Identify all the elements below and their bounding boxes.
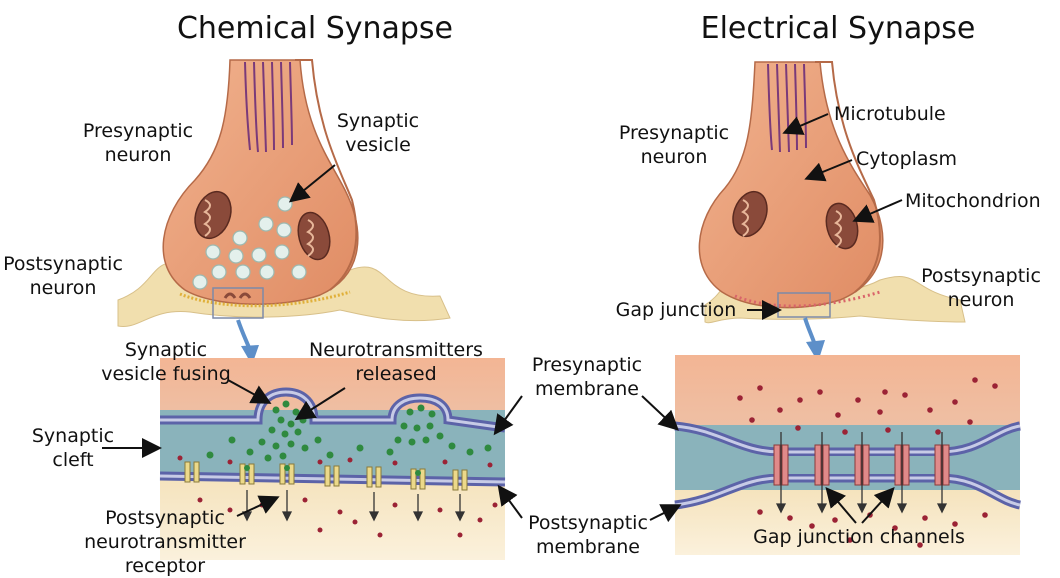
chem-postsynaptic-label-2: neuron [30, 277, 97, 299]
post-membrane-label-1: Postsynaptic [528, 512, 648, 534]
cytoplasm-label: Cytoplasm [856, 148, 957, 170]
chemical-synapse-title: Chemical Synapse [177, 11, 453, 46]
electrical-presynaptic-terminal [699, 62, 882, 308]
nt-released-label-2: released [355, 363, 436, 385]
gap-junction-channels-label: Gap junction channels [753, 526, 965, 548]
synaptic-vesicle-label-1: Synaptic [337, 110, 419, 132]
gap-junction-label: Gap junction [616, 299, 737, 321]
synaptic-vesicle-label-2: vesicle [345, 134, 411, 156]
elec-presynaptic-label-1: Presynaptic [619, 122, 729, 144]
microtubule-label: Microtubule [834, 103, 946, 125]
receptor-label-2: neurotransmitter [84, 531, 246, 553]
chem-presynaptic-label-2: neuron [105, 144, 172, 166]
chem-presynaptic-label-1: Presynaptic [83, 120, 193, 142]
vesicle-fusing-label-1: Synaptic [125, 339, 207, 361]
mitochondrion-label: Mitochondrion [905, 190, 1041, 212]
pre-membrane-label-2: membrane [535, 378, 639, 400]
electrical-synapse-title: Electrical Synapse [701, 11, 976, 46]
synaptic-cleft-label-2: cleft [52, 449, 93, 471]
receptor-label-1: Postsynaptic [105, 507, 225, 529]
chemical-presynaptic-terminal [163, 60, 358, 306]
vesicle-fusing-label-2: vesicle fusing [101, 363, 231, 385]
elec-presynaptic-label-2: neuron [641, 146, 708, 168]
elec-postsynaptic-label-1: Postsynaptic [921, 265, 1041, 287]
post-membrane-label-2: membrane [536, 536, 640, 558]
nt-released-label-1: Neurotransmitters [309, 339, 483, 361]
synaptic-cleft-label-1: Synaptic [32, 425, 114, 447]
pre-membrane-label-1: Presynaptic [532, 354, 642, 376]
electrical-zoom-panel [675, 355, 1020, 555]
chemical-zoom-panel [160, 358, 505, 560]
chem-postsynaptic-label-1: Postsynaptic [3, 253, 123, 275]
elec-postsynaptic-label-2: neuron [948, 289, 1015, 311]
receptor-label-3: receptor [125, 555, 205, 577]
